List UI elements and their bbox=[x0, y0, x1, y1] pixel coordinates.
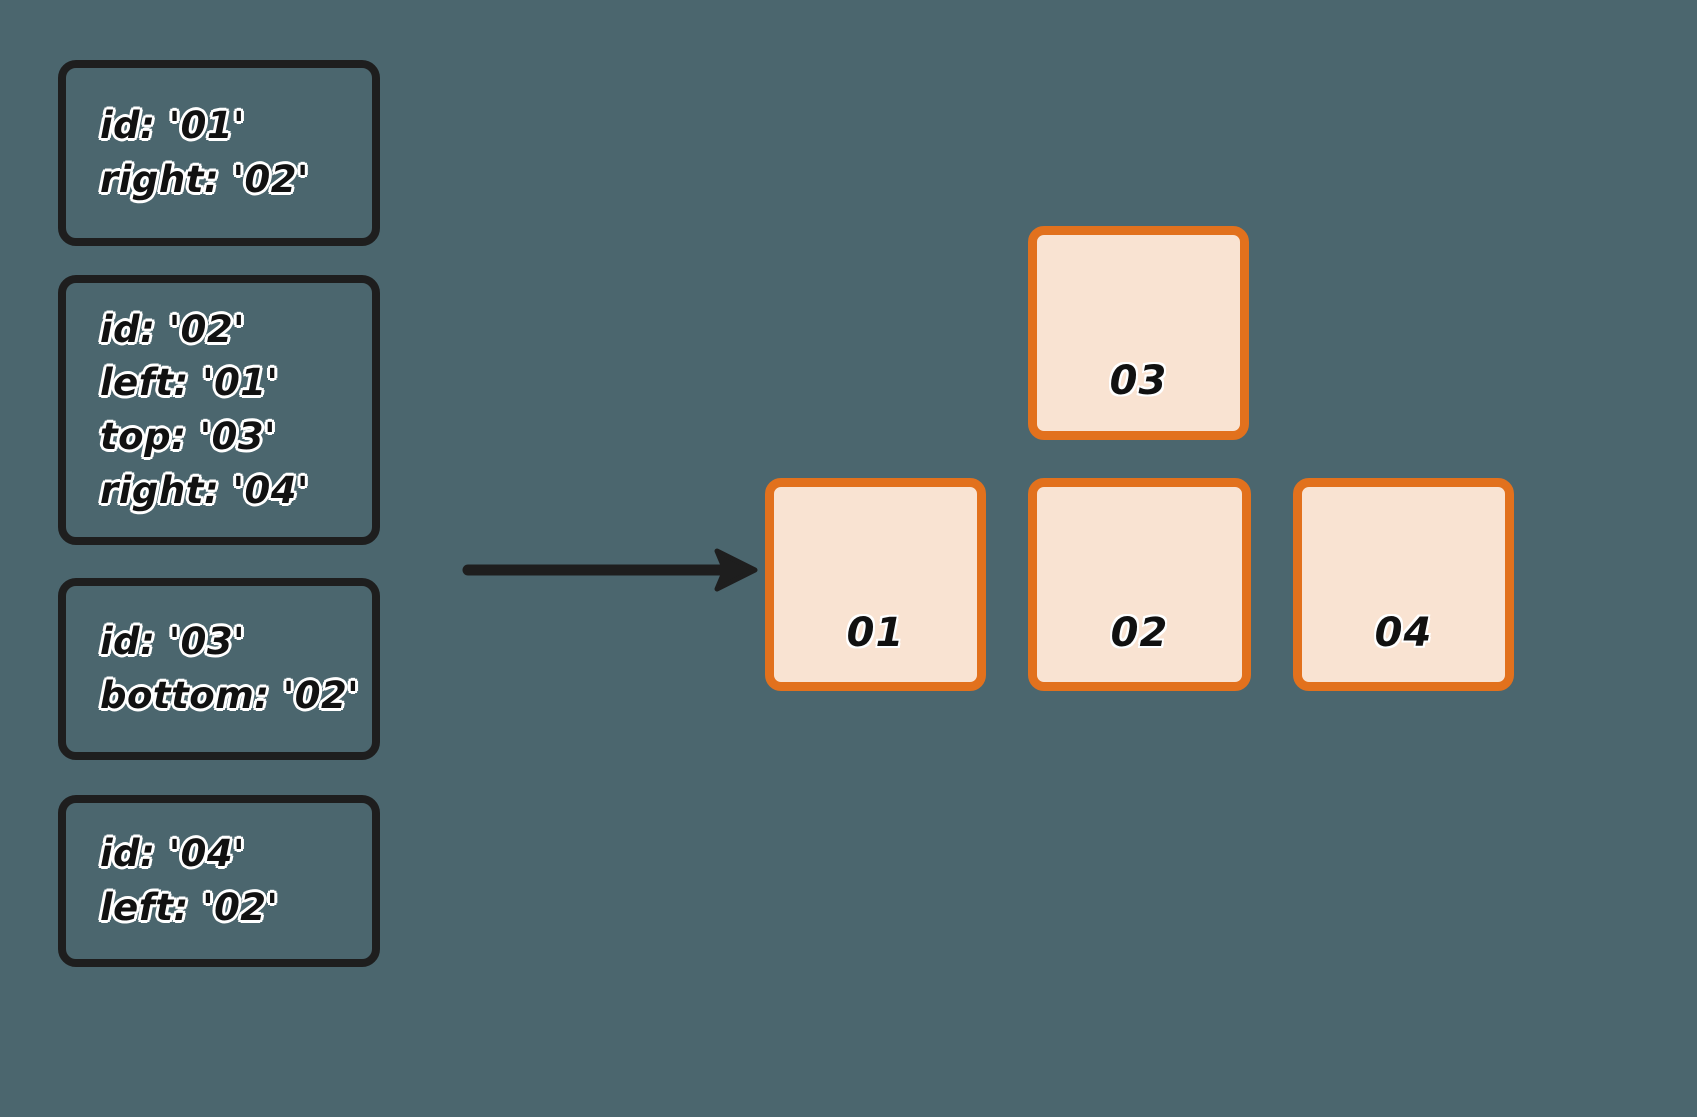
arrow-right-icon bbox=[462, 548, 758, 592]
spec-line: left: '01' bbox=[98, 359, 280, 406]
tile-01[interactable]: 01 bbox=[765, 478, 986, 691]
spec-box-01: id: '01' right: '02' bbox=[58, 60, 380, 246]
spec-box-04: id: '04' left: '02' bbox=[58, 795, 380, 967]
tile-label: 01 bbox=[845, 608, 905, 657]
spec-line: id: '04' bbox=[98, 830, 247, 877]
spec-box-02: id: '02' left: '01' top: '03' right: '04… bbox=[58, 275, 380, 545]
tile-label: 03 bbox=[1108, 357, 1168, 406]
spec-box-03: id: '03' bottom: '02' bbox=[58, 578, 380, 760]
spec-line: id: '02' bbox=[98, 306, 247, 353]
tile-label: 04 bbox=[1373, 608, 1433, 657]
spec-line: top: '03' bbox=[98, 413, 277, 460]
tile-02[interactable]: 02 bbox=[1028, 478, 1251, 691]
tile-label: 02 bbox=[1109, 608, 1169, 657]
tile-03[interactable]: 03 bbox=[1028, 226, 1249, 440]
spec-line: left: '02' bbox=[98, 884, 280, 931]
spec-line: right: '02' bbox=[98, 156, 310, 203]
spec-line: right: '04' bbox=[98, 467, 310, 514]
spec-line: id: '01' bbox=[98, 102, 247, 149]
spec-line: id: '03' bbox=[98, 618, 247, 665]
tile-04[interactable]: 04 bbox=[1293, 478, 1514, 691]
spec-line: bottom: '02' bbox=[98, 672, 361, 719]
